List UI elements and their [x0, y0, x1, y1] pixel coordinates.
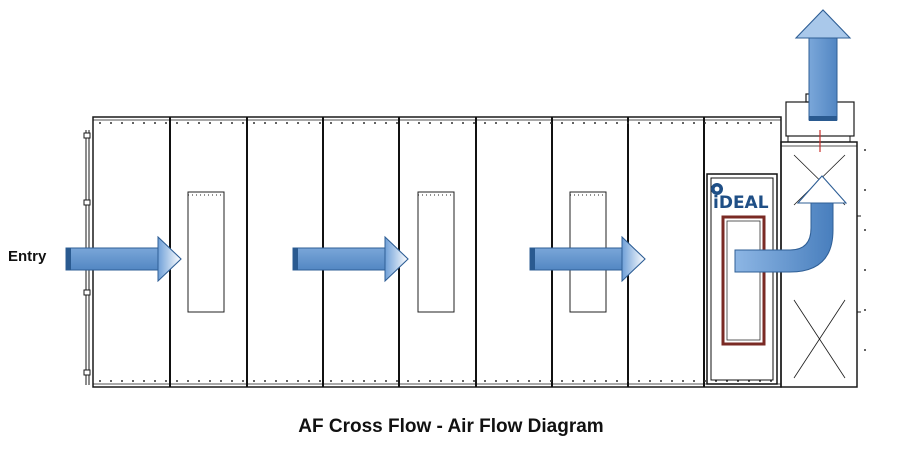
side-vent-2: [417, 191, 455, 313]
side-vent-1: [187, 191, 225, 313]
right-arrow-icon: [65, 235, 182, 283]
right-arrow-icon: [292, 235, 409, 283]
up-arrow-icon: [794, 9, 852, 121]
personnel-door: [706, 173, 778, 385]
curved-up-arrow-icon: [734, 175, 848, 273]
panel-rivets: [99, 122, 866, 382]
entry-label: Entry: [8, 248, 47, 265]
door-window: [721, 215, 766, 346]
diagram-caption: AF Cross Flow - Air Flow Diagram: [298, 416, 604, 437]
right-arrow-icon: [529, 235, 646, 283]
booth-body: [92, 116, 782, 388]
ideal-logo: iDEAL: [711, 183, 769, 213]
logo-text: iDEAL: [713, 193, 769, 213]
